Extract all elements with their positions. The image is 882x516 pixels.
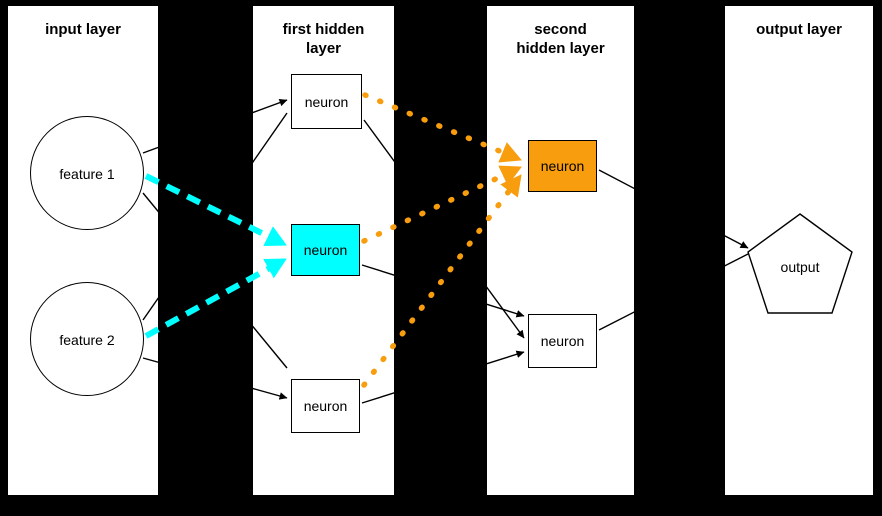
panel-title-first-hidden-layer: first hidden layer [282, 21, 365, 57]
panel-second-hidden-layer: second hidden layer [487, 6, 634, 495]
panel-output-layer: output layer [725, 6, 873, 495]
node-hidden1-bottom[interactable] [291, 379, 360, 433]
panel-title-output-layer: output layer [756, 21, 842, 38]
node-hidden1-middle[interactable] [291, 224, 360, 276]
node-hidden2-top[interactable] [528, 140, 597, 192]
node-hidden1-top[interactable] [291, 74, 362, 129]
node-feature-1[interactable] [30, 116, 144, 230]
panel-title-input-layer: input layer [45, 21, 121, 38]
node-hidden2-bottom[interactable] [528, 314, 597, 368]
panel-title-second-hidden-layer: second hidden layer [516, 21, 605, 57]
panel-input-layer: input layer [8, 6, 158, 495]
node-feature-2[interactable] [30, 282, 144, 396]
